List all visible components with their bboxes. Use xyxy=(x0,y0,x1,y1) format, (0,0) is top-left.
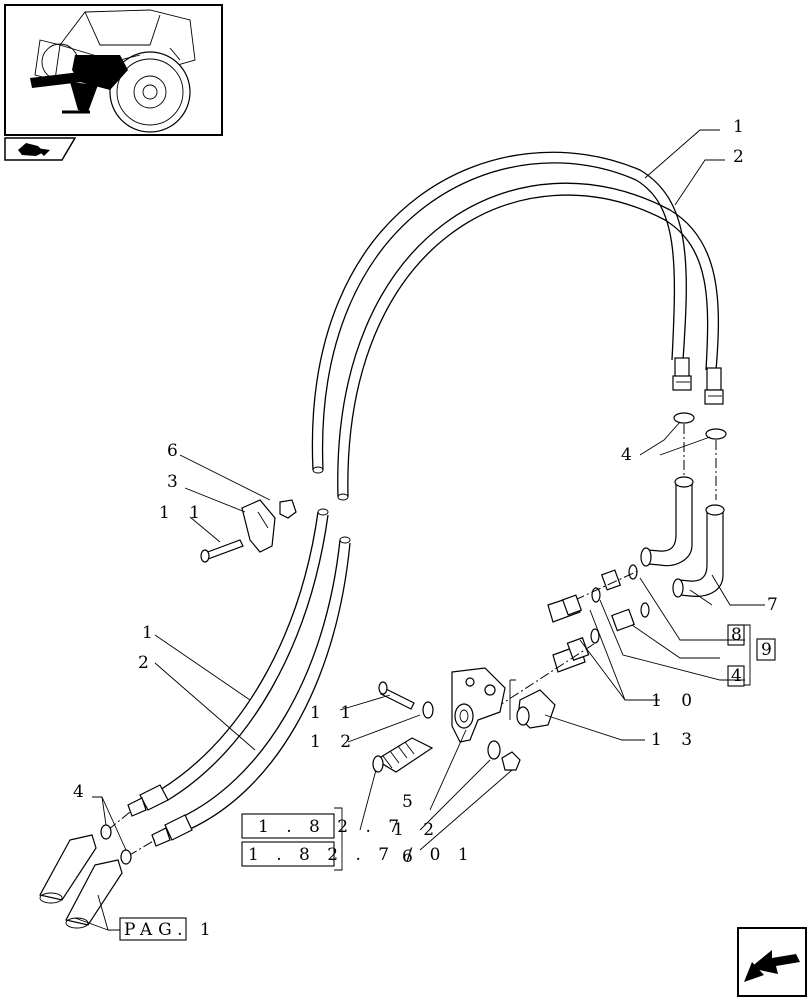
hose-1-upper xyxy=(311,151,687,474)
clamp-bracket-3 xyxy=(241,499,276,553)
callout-9-box xyxy=(756,638,776,661)
nut-6 xyxy=(501,751,521,771)
next-page-arrow-icon[interactable] xyxy=(737,927,807,997)
callout-4-left: 4 xyxy=(73,782,91,802)
reference-box-pag[interactable]: PAG. 1 xyxy=(119,917,217,941)
leader-lines xyxy=(74,129,765,931)
reference-box-b[interactable]: 1 . 8 2 . 7 / 0 1 xyxy=(241,841,475,867)
callout-4-lower: 4 xyxy=(731,666,749,686)
callout-4-box xyxy=(727,665,745,687)
threaded-fitting xyxy=(372,737,434,773)
elbow-pipe-1 xyxy=(640,476,694,567)
o-ring xyxy=(673,412,695,424)
callout-8: 8 xyxy=(731,625,749,645)
elbow-pipe-2 xyxy=(672,504,725,598)
callout-9: 9 xyxy=(761,640,779,660)
callout-7: 7 xyxy=(767,595,785,615)
stub-hose-lower xyxy=(39,834,123,929)
o-ring xyxy=(100,824,112,840)
mounting-bracket-5 xyxy=(451,667,506,743)
hose-end-fitting-lower-2 xyxy=(151,814,193,847)
connector-8 xyxy=(590,564,650,644)
washer-12 xyxy=(422,701,434,719)
callout-12-mid: 1 2 xyxy=(310,732,358,752)
callout-8-box xyxy=(727,624,745,646)
callout-3: 3 xyxy=(167,472,185,492)
adapter-10 xyxy=(547,594,590,673)
callout-1: 1 xyxy=(733,117,751,137)
reference-text-pag[interactable]: PAG. 1 xyxy=(124,920,217,940)
callout-4: 4 xyxy=(621,445,639,465)
callout-5: 5 xyxy=(402,792,420,812)
callout-13: 1 3 xyxy=(651,730,699,750)
nut-6-left xyxy=(279,499,297,519)
reference-box-a[interactable]: 1 . 8 2 . 7 xyxy=(241,813,405,839)
callout-10: 1 0 xyxy=(651,691,699,711)
bolt-11 xyxy=(378,681,415,710)
callout-6-bottom: 6 xyxy=(402,847,420,867)
hose-end-fitting-2 xyxy=(704,367,724,405)
section-tab-icon[interactable] xyxy=(4,137,77,161)
callout-11-left: 1 1 xyxy=(159,503,207,523)
tractor-location-thumbnail[interactable] xyxy=(4,4,223,136)
bolt-11-left xyxy=(200,539,244,563)
callout-11-mid: 1 1 xyxy=(310,703,358,723)
o-ring xyxy=(705,428,727,440)
callout-1-left: 1 xyxy=(142,623,160,643)
reference-text-a[interactable]: 1 . 8 2 . 7 xyxy=(258,817,405,837)
hose-end-fitting-lower-1 xyxy=(127,784,169,817)
washer-12 xyxy=(487,740,501,760)
hose-2-upper xyxy=(337,182,720,501)
o-ring xyxy=(120,849,132,865)
callout-6-left: 6 xyxy=(167,441,185,461)
quick-coupling-13 xyxy=(509,679,556,729)
callout-2: 2 xyxy=(733,147,751,167)
reference-text-b[interactable]: 1 . 8 2 . 7 / 0 1 xyxy=(248,845,475,865)
callout-2-left: 2 xyxy=(138,653,156,673)
hose-1-lower xyxy=(159,508,329,801)
callout-12-bottom: 1 2 xyxy=(393,820,441,840)
hose-2-lower xyxy=(179,536,351,831)
hose-end-fitting-1 xyxy=(672,357,692,391)
